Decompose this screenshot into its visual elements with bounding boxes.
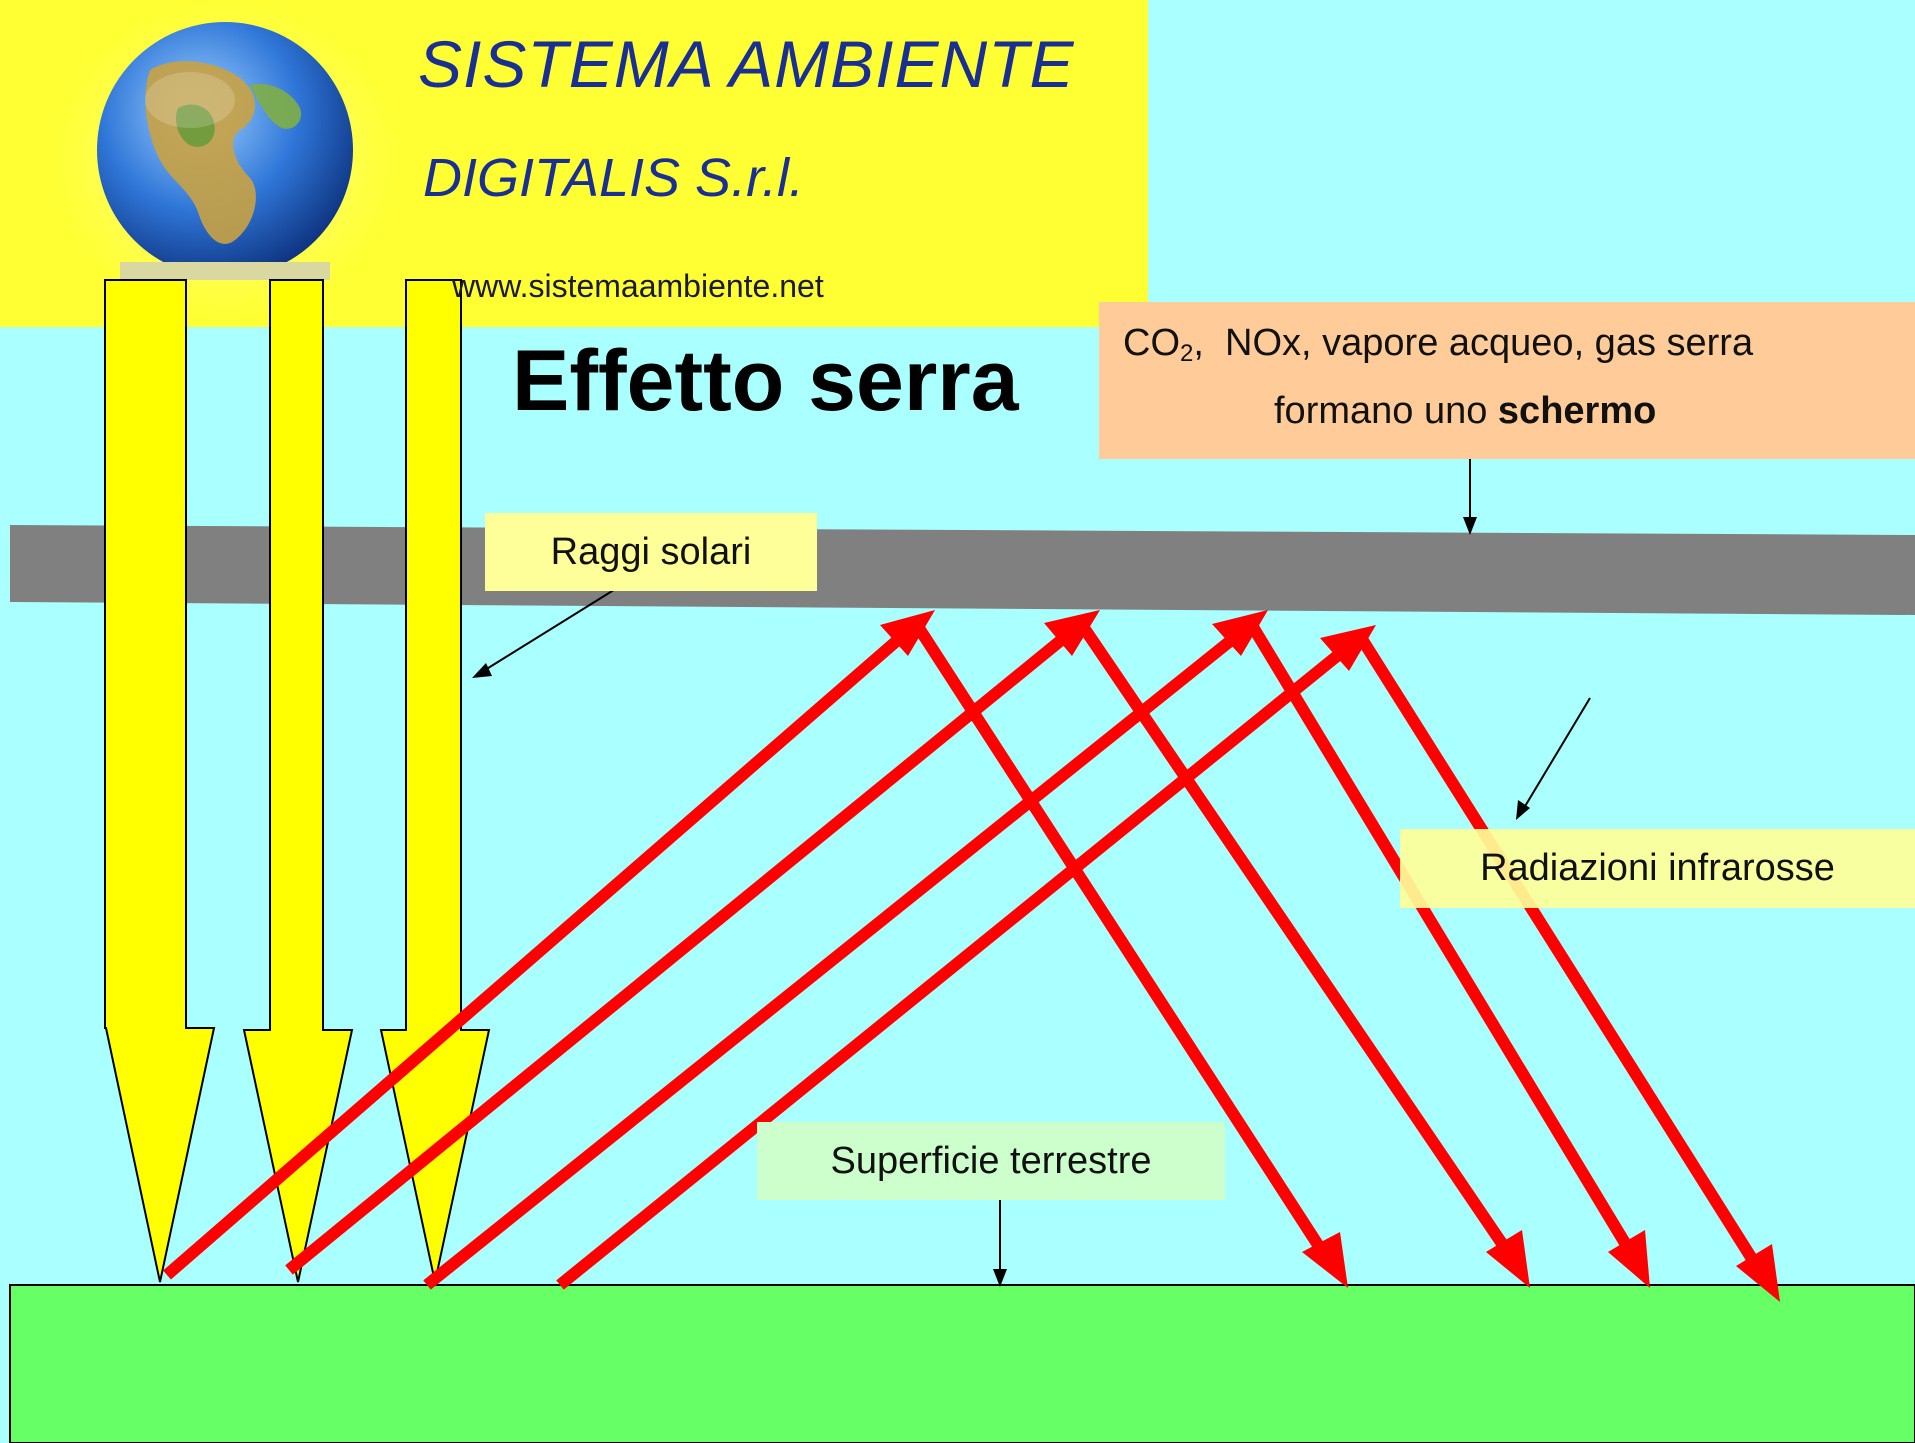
sun-ray-arrow-3 [379, 279, 491, 1283]
greenhouse-gas-box: CO2, NOx, vapore acqueo, gas serra forma… [1099, 302, 1915, 459]
company-website-link[interactable]: www.sistemaambiente.net [452, 268, 824, 304]
label-infrared-bg [1400, 829, 1915, 908]
infrared-arrow-up-4 [556, 647, 1346, 1290]
screen-text-bold: schermo [1497, 390, 1657, 432]
company-name: DIGITALIS S.r.l. [423, 148, 805, 208]
infrared-arrow-down-4 [1354, 632, 1760, 1266]
sun-ray-arrow-1 [104, 279, 216, 1283]
pointer-infrared [1523, 697, 1591, 809]
earth-globe-icon [97, 22, 353, 278]
infrared-arrow-down-1 [909, 618, 1326, 1252]
infrared-arrow-up-1 [163, 633, 904, 1280]
gas-box-line1: CO2, NOx, vapore acqueo, gas serra [1123, 322, 1753, 368]
infrared-arrow-up-2 [285, 632, 1069, 1275]
infrared-arrow-up-3 [423, 633, 1238, 1290]
sun-ray-arrow-2 [242, 279, 354, 1283]
globe-base [120, 262, 330, 280]
co2-subscript: 2 [1180, 340, 1194, 367]
diagram-title: Effetto serra [512, 333, 1019, 429]
pointer-sun-rays-head [472, 663, 492, 678]
infrared-arrows-down [909, 618, 1780, 1302]
label-infrared: Radiazioni infrarosse [1480, 847, 1835, 889]
infrared-arrow-down-3-head [1608, 1230, 1650, 1288]
gas-list-text: , NOx, vapore acqueo, gas serra [1193, 322, 1754, 364]
pointer-infrared-head [1516, 800, 1530, 820]
infrared-arrow-down-2-head [1486, 1230, 1530, 1288]
infrared-arrow-down-3 [1244, 618, 1634, 1252]
label-surface: Superficie terrestre [830, 1139, 1152, 1182]
callout-pointers [472, 459, 1591, 1287]
company-title: SISTEMA AMBIENTE [418, 27, 1075, 101]
earth-surface [9, 1284, 1915, 1443]
co2-text: CO [1123, 322, 1180, 364]
pointer-surface-head [993, 1269, 1007, 1287]
infrared-arrow-down-1-head [1302, 1232, 1348, 1288]
pointer-sun-rays [484, 587, 618, 671]
infrared-arrow-down-4-head [1736, 1244, 1780, 1302]
label-sun-rays-bg [485, 513, 817, 591]
sun-ray-arrows [104, 279, 491, 1283]
screen-text-normal: formano uno [1274, 390, 1498, 432]
label-surface-bg [757, 1122, 1225, 1200]
label-sun-rays: Raggi solari [550, 530, 752, 573]
gas-box-line2: formano uno schermo [1274, 390, 1656, 433]
infrared-arrow-down-2 [1075, 618, 1510, 1252]
pointer-screen-head [1463, 517, 1477, 535]
